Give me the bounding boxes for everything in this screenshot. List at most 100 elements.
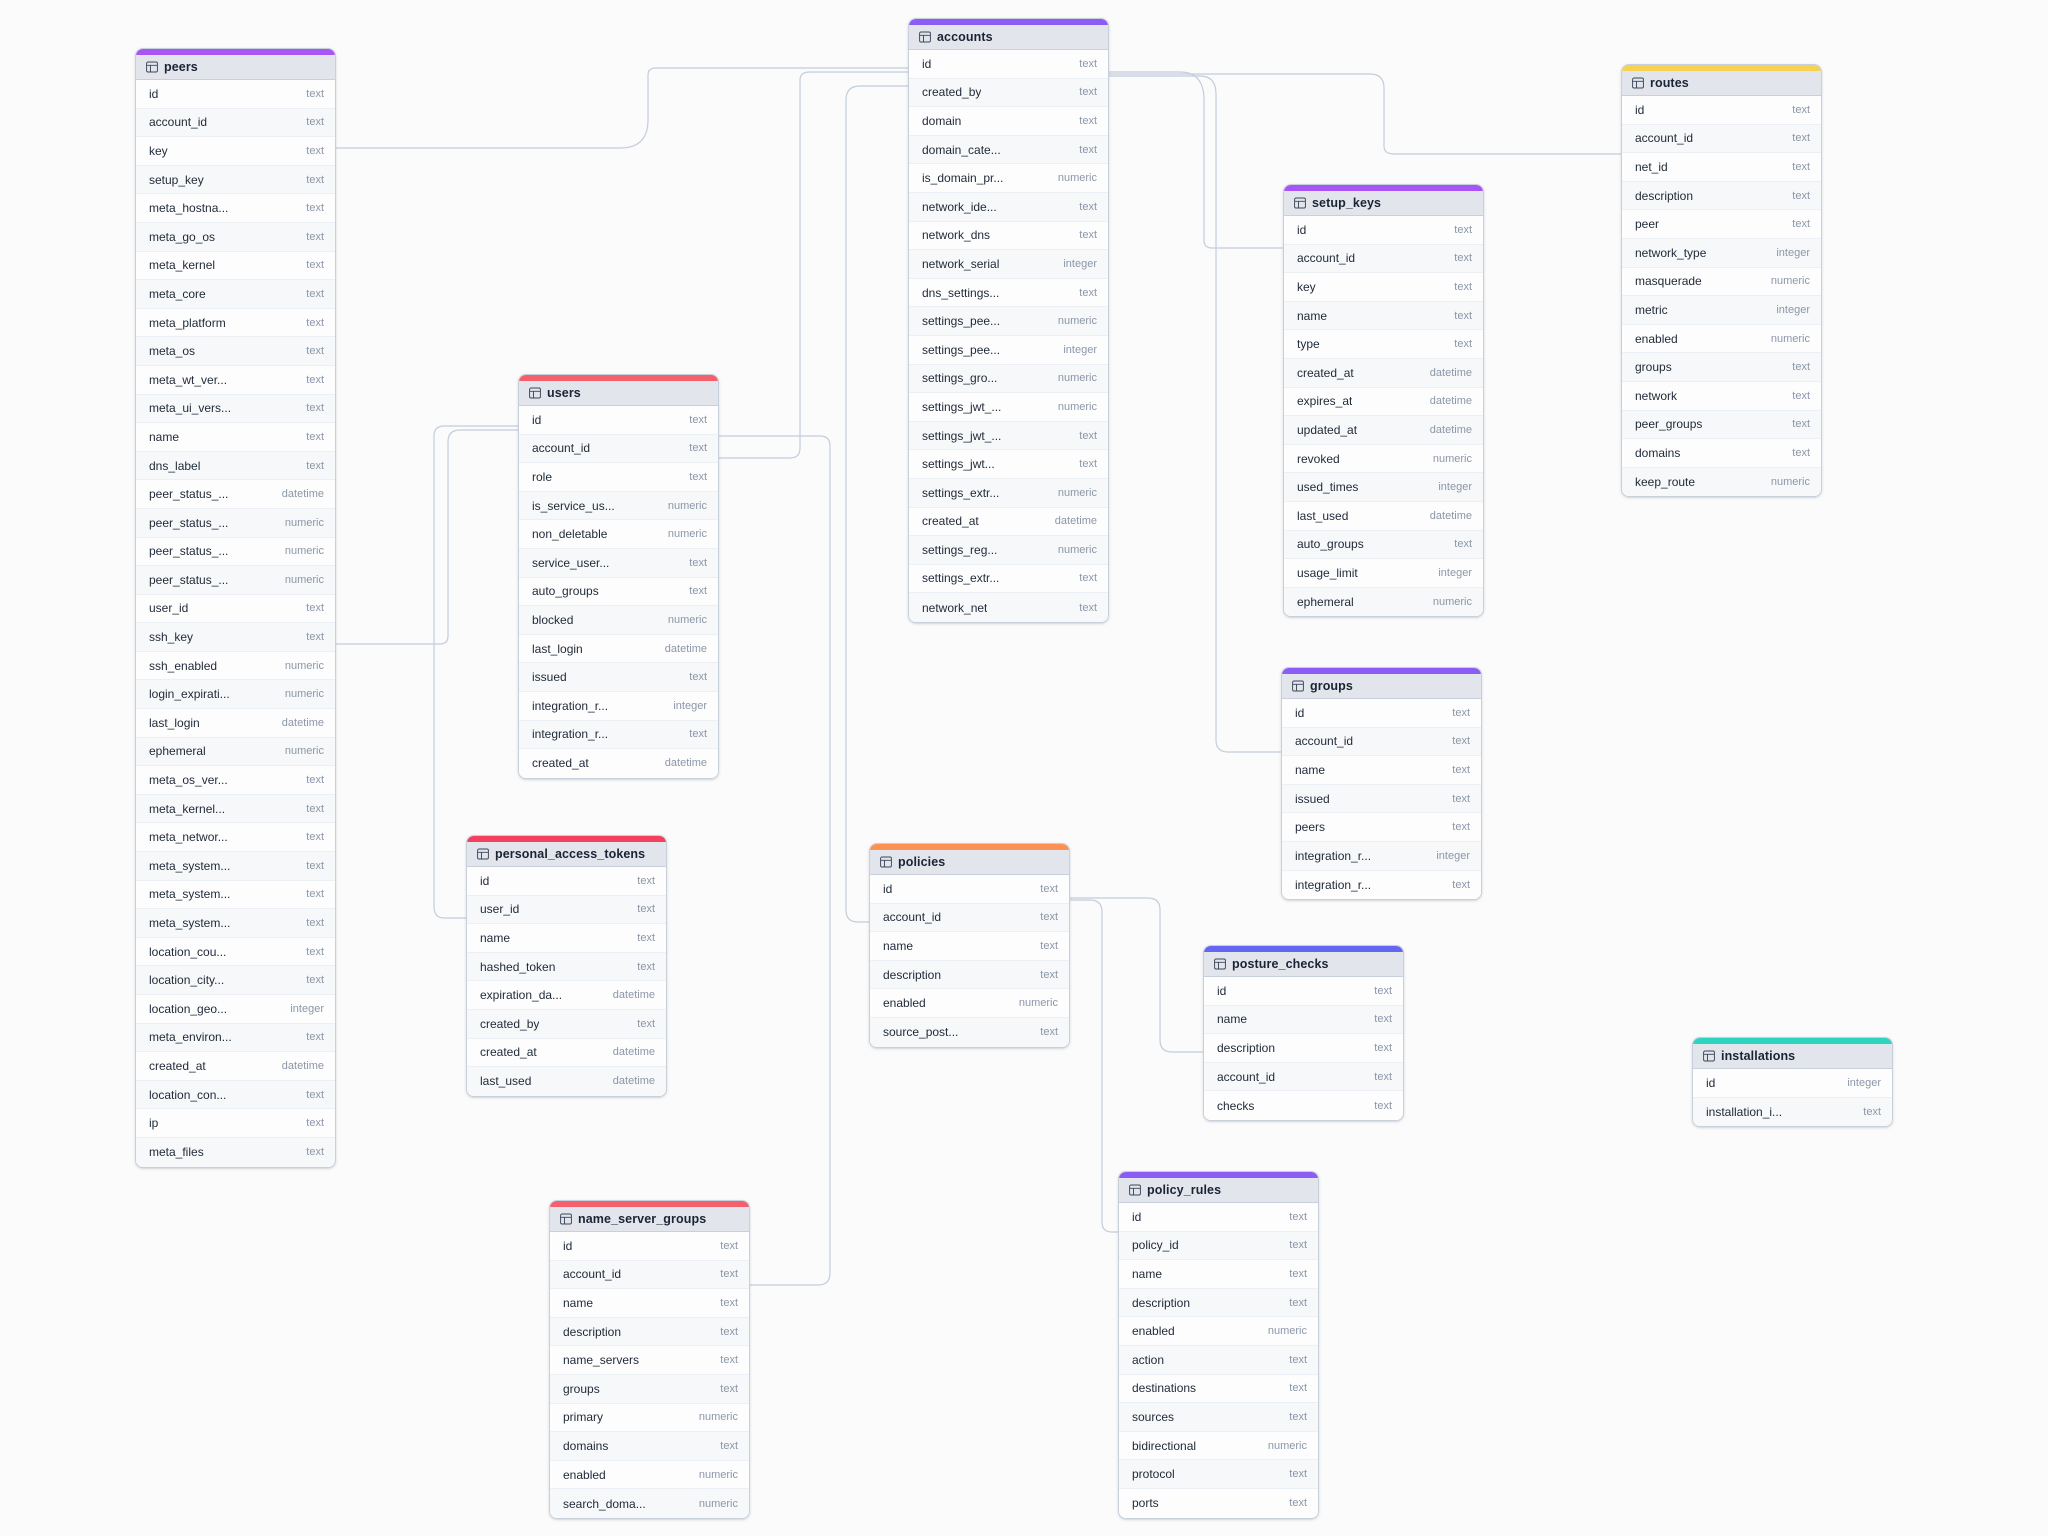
column-row[interactable]: settings_jwt_...numeric: [909, 393, 1108, 422]
table-header[interactable]: installations: [1693, 1044, 1892, 1069]
column-row[interactable]: meta_environ...text: [136, 1023, 335, 1053]
column-row[interactable]: source_post...text: [870, 1017, 1069, 1047]
column-row[interactable]: meta_kernel...text: [136, 794, 335, 824]
column-row[interactable]: location_city...text: [136, 966, 335, 995]
column-row[interactable]: peer_status_...numeric: [136, 508, 335, 538]
column-row[interactable]: dns_settings...text: [909, 278, 1108, 308]
column-row[interactable]: meta_hostna...text: [136, 194, 335, 223]
table-header[interactable]: posture_checks: [1204, 952, 1403, 977]
column-row[interactable]: expiration_da...datetime: [467, 981, 666, 1010]
column-row[interactable]: meta_ui_vers...text: [136, 394, 335, 424]
column-row[interactable]: login_expirati...numeric: [136, 680, 335, 710]
table-header[interactable]: accounts: [909, 25, 1108, 50]
table-header[interactable]: peers: [136, 55, 335, 80]
column-row[interactable]: network_ide...text: [909, 192, 1108, 222]
column-row[interactable]: settings_reg...numeric: [909, 536, 1108, 565]
column-row[interactable]: settings_pee...numeric: [909, 307, 1108, 336]
column-row[interactable]: integration_r...text: [519, 720, 718, 750]
table-header[interactable]: groups: [1282, 674, 1481, 699]
column-row[interactable]: is_domain_pr...numeric: [909, 164, 1108, 193]
table-header[interactable]: users: [519, 381, 718, 406]
column-row[interactable]: settings_pee...integer: [909, 335, 1108, 365]
column-row[interactable]: meta_os_ver...text: [136, 766, 335, 795]
column-row[interactable]: meta_system...text: [136, 909, 335, 938]
column-row[interactable]: peer_status_...datetime: [136, 480, 335, 509]
table-header[interactable]: setup_keys: [1284, 191, 1483, 216]
column-row[interactable]: meta_system...text: [136, 852, 335, 881]
table-header[interactable]: policy_rules: [1119, 1178, 1318, 1203]
column-row[interactable]: location_cou...text: [136, 937, 335, 967]
